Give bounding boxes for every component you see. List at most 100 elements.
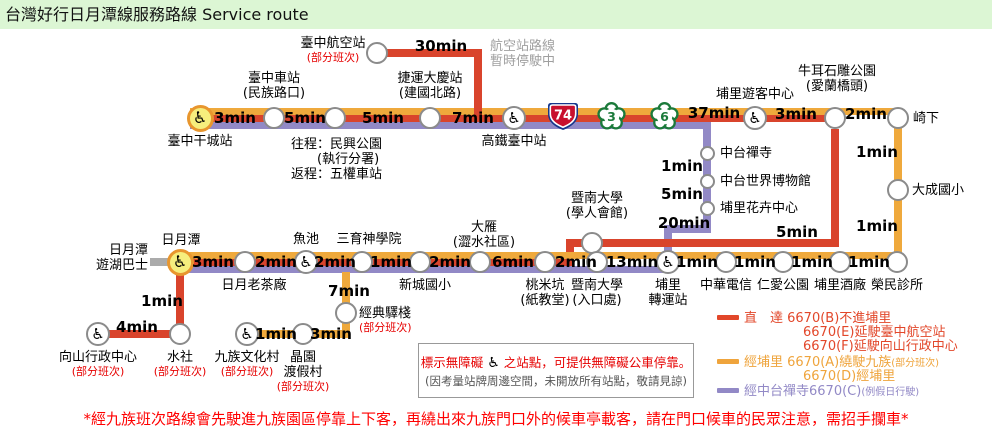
time-label-2min: 2min [555,253,597,271]
label-xiangshan-admin: 向山行政中心(部分班次) [59,350,137,378]
label-line: (部分班次) [153,365,207,378]
station-taichung-gancheng: ♿ [186,104,214,132]
time-label-1min: 1min [661,157,703,175]
time-label-7min: 7min [452,109,494,127]
label-xincheng-elementary: 新城國小 [399,278,451,293]
label-taichung-gancheng: 臺中干城站 [167,134,232,149]
svg-text:74: 74 [554,108,572,123]
wheelchair-icon: ♿ [661,252,675,271]
wheelchair-icon: ♿ [299,252,313,271]
label-niuer-park: 牛耳石雕公園(愛蘭橋頭) [798,64,876,94]
time-label-3min: 3min [192,253,234,271]
time-label-1min: 1min [255,325,297,343]
label-line: 中台世界博物館 [720,174,812,189]
label-line: 渡假村 [283,365,323,380]
label-line: (愛蘭橋頭) [805,79,869,94]
station-tea-factory [234,251,256,273]
label-line: 暨南大學 [570,191,623,206]
route-segment-red [377,49,482,57]
page-title: 台灣好行日月潭線服務路線 Service route [0,0,992,29]
station-renai-park [772,251,794,273]
legend-text-part: 經中台禪寺6670(C) [744,384,862,399]
label-renai-park: 仁愛公園 [757,278,809,293]
label-line: 三育神學院 [336,232,402,247]
route-segment-purple [664,225,711,233]
note-line1-prefix: 標示無障礙 [420,355,484,370]
time-label-2min: 2min [429,253,471,271]
label-line: (建國北路) [398,86,462,101]
time-label-6min: 6min [492,253,534,271]
wheelchair-icon: ♿ [507,108,521,127]
label-line: 高鐵臺中站 [481,134,547,149]
station-taichung-station [263,107,285,129]
station-jinan-entrance [586,251,608,273]
station-mrt-daqing [419,107,441,129]
time-label-5min: 5min [776,223,818,241]
label-taichung-station: 臺中車站(民族路口) [243,71,305,101]
label-line: 臺中車站 [247,71,300,86]
time-label-13min: 13min [605,253,659,271]
time-label-30min: 30min [414,37,468,55]
station-zhongtai-world-museum [699,173,715,189]
legend-line-swatch-via-puli [717,359,739,364]
station-niuer-park [824,107,846,129]
label-line: 仁愛公園 [756,278,810,293]
route-segment-red [98,330,184,338]
time-label-1min: 1min [848,253,890,271]
label-formosan-village: 九族文化村(部分班次) [214,350,279,378]
label-minxing-wuquan: 往程：民興公園 (執行分署)返程：五權車站 [291,137,382,182]
label-line: (部分班次) [306,51,360,64]
route-segment-purple [190,122,711,129]
label-line: 航空站路線 [490,39,556,54]
route-segment-purple [664,225,672,273]
time-label-1min: 1min [676,253,718,271]
time-label-5min: 5min [362,109,404,127]
label-line: (部分班次) [220,365,274,378]
station-puli-terminal: ♿ [656,250,680,274]
label-dacheng-elementary: 大成國小 [912,183,964,198]
provincial-highway-shield-6: 6 [649,101,679,131]
label-sanyu-college: 三育神學院 [336,232,401,247]
time-label-3min: 3min [310,325,352,343]
label-line: 日月老茶廠 [221,278,287,293]
wheelchair-icon: ♿ [91,324,105,343]
label-line: (執行分署) [291,152,380,167]
station-taichung-airport [366,42,388,64]
label-airport-suspended: 航空站路線暫時停駛中 [490,39,555,69]
label-veterans-clinic: 榮民診所 [871,278,923,293]
label-classic-inn: 經典驛棧(部分班次) [359,306,412,334]
station-classic-inn [335,302,357,324]
legend-text-direct: 直 達 6670(B)不進埔里 [744,311,891,326]
label-taomikeng: 桃米坑(紙教堂) [520,278,569,308]
label-line: (入口處) [572,293,622,308]
label-sun-moon-lake: 日月潭 [161,233,200,248]
station-xincheng-elementary [409,251,431,273]
label-line: 中華電信 [699,278,753,293]
label-qixia: 崎下 [913,111,939,126]
label-line: (部分班次) [276,380,330,393]
label-line: 牛耳石雕公園 [797,64,877,79]
station-dayan [469,251,491,273]
station-hsr-taichung: ♿ [502,106,526,130]
time-label-1min: 1min [734,253,776,271]
route-segment-red [831,129,839,247]
label-line: 中台禪寺 [720,146,773,161]
time-label-7min: 7min [328,282,370,300]
label-mrt-daqing: 捷運大慶站(建國北路) [397,71,462,101]
label-line: 埔里酒廠 [813,278,867,293]
label-lake-shuttle: 日月潭遊湖巴士 [96,243,148,273]
route-segment-red [176,259,574,266]
station-sun-moon-lake: ♿ [166,248,194,276]
label-line: 暫時停駛中 [490,54,556,69]
legend-text-part: 6670(D)經埔里 [803,369,896,384]
time-label-1min: 1min [141,292,183,310]
station-xiangshan-admin: ♿ [86,322,110,346]
label-line: 臺中航空站 [300,36,366,51]
time-label-1min: 1min [370,253,412,271]
station-sanyu-college [351,251,373,273]
legend-text-direct: 6670(E)延駛臺中航空站 [803,325,945,340]
station-puli-visitor-center: ♿ [743,106,767,130]
time-label-1min: 1min [856,143,898,161]
legend-text-part: (例假日行駛) [861,387,920,398]
